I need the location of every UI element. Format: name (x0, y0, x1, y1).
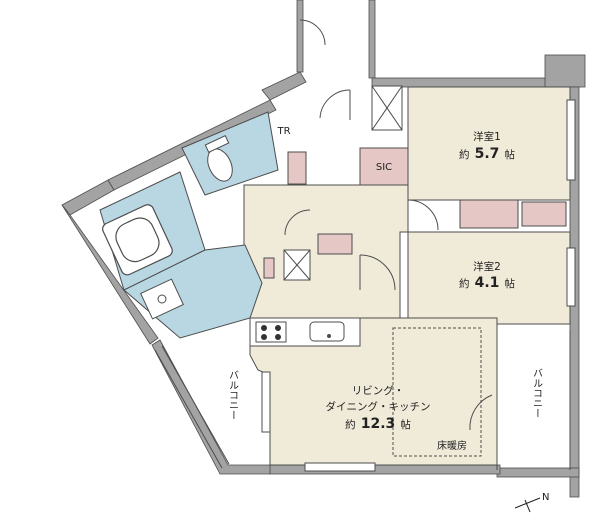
western-room-1 (407, 86, 571, 201)
balcony-right-label: バルコニー (531, 368, 543, 418)
western-room-2 (407, 231, 571, 325)
doors (284, 19, 493, 431)
closet-hall (287, 151, 307, 185)
closet-pantry (317, 233, 353, 255)
pipe-shafts (283, 85, 403, 281)
closet-w2 (521, 201, 567, 227)
svg-text:N: N (542, 492, 549, 503)
ldk-name-line1: リビング・ (352, 384, 405, 397)
western-room-2-name: 洋室2 (473, 260, 501, 273)
kitchen-counter (249, 317, 361, 347)
western-room-1-name: 洋室1 (473, 130, 501, 143)
bathtub (102, 204, 173, 276)
western-room-2-size: 約 4.1 帖 (459, 272, 516, 291)
closet-w1 (459, 199, 519, 229)
sic-label: SIC (376, 162, 392, 173)
hallway (243, 184, 409, 326)
ldk-name-line2: ダイニング・キッチン (326, 400, 431, 413)
closet-small (263, 257, 275, 279)
closets (263, 147, 567, 279)
windows (261, 99, 576, 472)
tr-label: TR (276, 126, 290, 137)
balcony-rails (154, 330, 571, 470)
toilet (181, 111, 279, 196)
floor-heating-label: 床暖房 (437, 439, 467, 452)
floor-heating-area (392, 327, 482, 457)
balcony-left-label: バルコニー (227, 370, 239, 420)
western-room-1-size: 約 5.7 帖 (459, 143, 516, 162)
ldk-size: 約 12.3 帖 (345, 413, 411, 432)
north-arrow-icon: N (514, 492, 549, 513)
toilet-fixture (204, 135, 233, 182)
washbasin (140, 278, 184, 320)
sic-closet (359, 147, 409, 186)
